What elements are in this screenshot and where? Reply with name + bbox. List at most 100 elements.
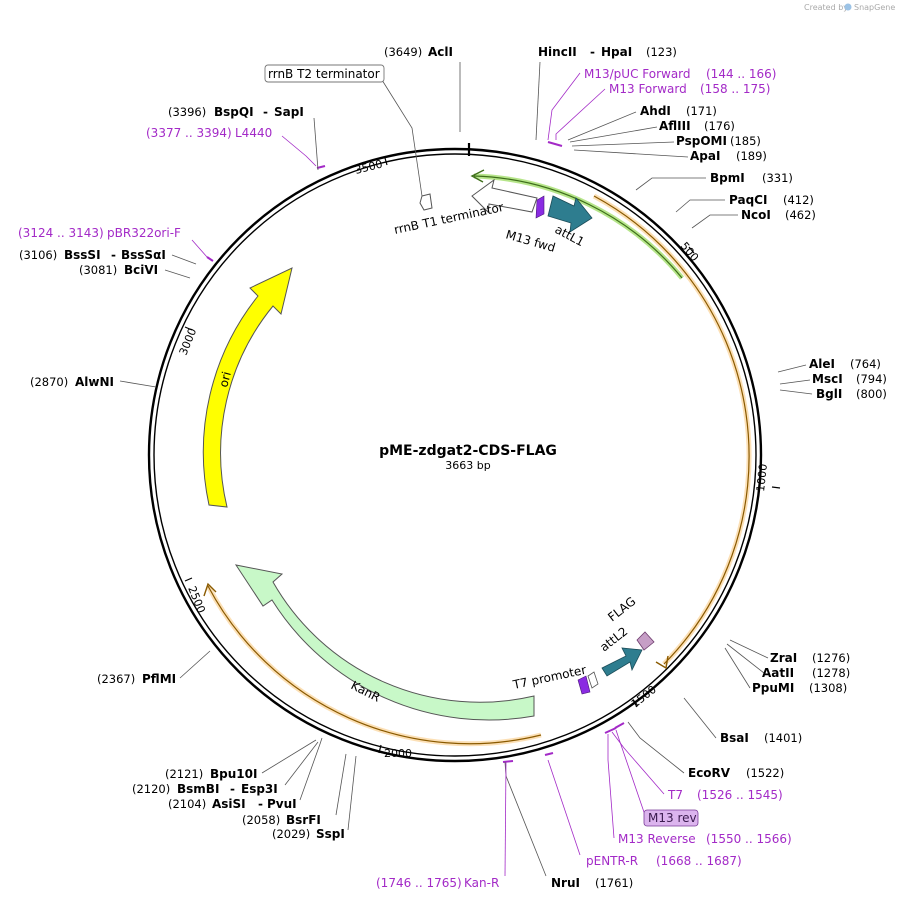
enzyme-pvui[interactable]: PvuI: [267, 797, 297, 811]
enzyme-hincii[interactable]: HincII: [538, 45, 577, 59]
rrnb-t1-arrow: [471, 178, 538, 214]
svg-text:(1761): (1761): [595, 876, 633, 890]
enzyme-bsai[interactable]: BsaI: [720, 731, 749, 745]
svg-text:(1308): (1308): [809, 681, 847, 695]
t7-small-outline: [587, 671, 599, 689]
credit-brand: SnapGene: [854, 3, 895, 12]
svg-text:(3124 .. 3143): (3124 .. 3143): [18, 226, 104, 240]
enzyme-esp3i[interactable]: Esp3I: [241, 782, 278, 796]
svg-text:(1550 .. 1566): (1550 .. 1566): [706, 832, 792, 846]
enzyme-sapi[interactable]: SapI: [274, 105, 304, 119]
svg-text:(1276): (1276): [812, 651, 850, 665]
svg-text:(2121): (2121): [165, 767, 203, 781]
svg-text:-: -: [263, 105, 268, 119]
svg-text:(176): (176): [704, 119, 735, 133]
orf-arrowhead-left: [203, 582, 217, 597]
svg-text:(462): (462): [785, 208, 816, 222]
svg-text:(2870): (2870): [30, 375, 68, 389]
enzyme-bsmbi[interactable]: BsmBI: [177, 782, 219, 796]
svg-text:(171): (171): [686, 104, 717, 118]
m13-fwd-marker: [535, 195, 545, 219]
primer-m13-rev[interactable]: M13 rev: [648, 811, 697, 825]
svg-text:(1278): (1278): [812, 666, 850, 680]
svg-text:(1746 .. 1765): (1746 .. 1765): [376, 876, 462, 890]
t7-promoter-marker: [577, 675, 591, 695]
svg-text:-: -: [258, 797, 263, 811]
enzyme-ncoi[interactable]: NcoI: [741, 208, 771, 222]
enzyme-sspi[interactable]: SspI: [316, 827, 345, 841]
svg-text:(764): (764): [850, 357, 881, 371]
svg-text:(144 .. 166): (144 .. 166): [706, 67, 776, 81]
enzyme-msci[interactable]: MscI: [812, 372, 843, 386]
svg-text:(794): (794): [856, 372, 887, 386]
ruler-tick-2000: 2000: [384, 747, 412, 760]
enzyme-bsrfi[interactable]: BsrFI: [286, 813, 321, 827]
enzyme-apai[interactable]: ApaI: [690, 149, 720, 163]
svg-text:(412): (412): [783, 193, 814, 207]
enzyme-bpmi[interactable]: BpmI: [710, 171, 745, 185]
enzyme-ecorv[interactable]: EcoRV: [688, 766, 731, 780]
enzyme-bcivi[interactable]: BciVI: [124, 263, 158, 277]
enzyme-ppumi[interactable]: PpuMI: [752, 681, 794, 695]
svg-text:(2120): (2120): [132, 782, 170, 796]
rrnb-t2-arrow: [419, 193, 433, 211]
primer-l4440[interactable]: L4440: [235, 126, 272, 140]
svg-text:(2104): (2104): [168, 797, 206, 811]
ori-arrow: [202, 267, 293, 508]
enzyme-zrai[interactable]: ZraI: [770, 651, 797, 665]
enzyme-pflmi[interactable]: PflMI: [142, 672, 176, 686]
enzyme-bgli[interactable]: BglI: [816, 387, 842, 401]
enzyme-bsssai[interactable]: BssSαI: [121, 248, 166, 262]
attl1-arrow: [547, 195, 593, 233]
enzyme-alwni[interactable]: AlwNI: [75, 375, 114, 389]
svg-text:(1668 .. 1687): (1668 .. 1687): [656, 854, 742, 868]
svg-text:-: -: [230, 782, 235, 796]
primer-t7[interactable]: T7: [667, 788, 683, 802]
primer-labels: M13/pUC Forward (144 .. 166) M13 Forward…: [18, 67, 792, 890]
enzyme-aflIII[interactable]: AflIII: [659, 119, 691, 133]
backbone-outer: [147, 147, 763, 763]
svg-text:(158 .. 175): (158 .. 175): [700, 82, 770, 96]
svg-text:(2029): (2029): [272, 827, 310, 841]
enzyme-asisi[interactable]: AsiSI: [212, 797, 246, 811]
plasmid-name: pME-zdgat2-CDS-FLAG: [379, 443, 557, 459]
backbone-inner: [153, 153, 757, 757]
enzyme-acli[interactable]: AclI: [428, 45, 453, 59]
enzyme-bsssi[interactable]: BssSI: [64, 248, 101, 262]
credit-text: Created by: [804, 3, 848, 12]
primer-leaders: [191, 72, 665, 877]
svg-text:(1522): (1522): [746, 766, 784, 780]
primer-m13-puc-forward[interactable]: M13/pUC Forward: [584, 67, 691, 81]
enzyme-alei[interactable]: AleI: [809, 357, 835, 371]
svg-text:(189): (189): [736, 149, 767, 163]
enzyme-nrui[interactable]: NruI: [551, 876, 580, 890]
primer-sites: [206, 141, 625, 763]
enzyme-acli-pos: (3649): [384, 45, 422, 59]
primer-m13-rev-box: [643, 809, 699, 827]
kanr-arrow: [234, 564, 535, 721]
enzyme-hpai[interactable]: HpaI: [601, 45, 632, 59]
enzyme-aatii[interactable]: AatII: [762, 666, 794, 680]
enzyme-bspqi[interactable]: BspQI: [214, 105, 254, 119]
ruler-tick-3500: 3500: [354, 158, 384, 177]
svg-text:(3396): (3396): [168, 105, 206, 119]
primer-pentr-r[interactable]: pENTR-R: [586, 854, 638, 868]
rrnb-t1-label: rrnB T1 terminator: [393, 200, 505, 237]
enzyme-ahdi[interactable]: AhdI: [640, 104, 671, 118]
plasmid-length: 3663 bp: [445, 459, 490, 472]
enzyme-pspomi[interactable]: PspOMI: [676, 134, 727, 148]
enzyme-labels: (3649) AclI HincII - HpaI (123) AhdI (17…: [19, 45, 887, 890]
svg-text:(123): (123): [646, 45, 677, 59]
rrnb-t2-label[interactable]: rrnB T2 terminator: [268, 67, 380, 81]
ruler-tick-1000: 1000: [754, 463, 770, 492]
flag-marker: [636, 631, 655, 651]
primer-pbr322ori-f[interactable]: pBR322ori-F: [107, 226, 181, 240]
enzyme-bpu10i[interactable]: Bpu10I: [210, 767, 257, 781]
enzyme-paqci[interactable]: PaqCI: [729, 193, 767, 207]
primer-kan-r[interactable]: Kan-R: [464, 876, 499, 890]
ori-label: ori: [216, 370, 234, 389]
primer-m13-reverse[interactable]: M13 Reverse: [618, 832, 696, 846]
svg-text:-: -: [111, 248, 116, 262]
svg-text:(800): (800): [856, 387, 887, 401]
primer-m13-forward[interactable]: M13 Forward: [609, 82, 687, 96]
